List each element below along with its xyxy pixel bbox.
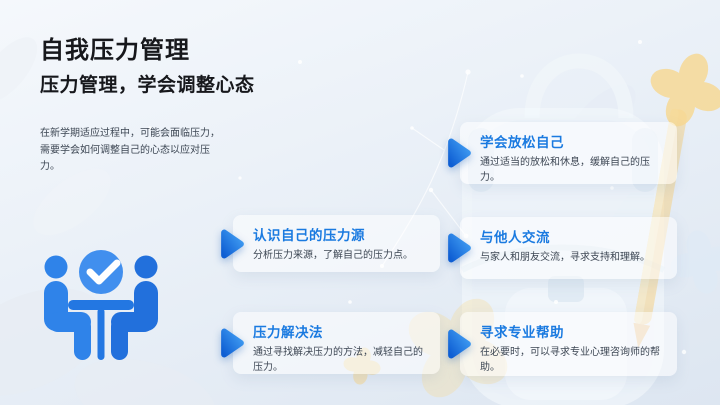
card-title: 学会放松自己 — [480, 135, 564, 150]
card-description: 通过适当的放松和休息，缓解自己的压力。 — [480, 157, 650, 183]
arrow-icon — [448, 138, 471, 168]
arrow-icon — [221, 328, 244, 358]
card-description: 与家人和朋友交流，寻求支持和理解。 — [480, 252, 650, 263]
card-stress-source: 认识自己的压力源 分析压力来源，了解自己的压力点。 — [221, 215, 440, 272]
card-title: 认识自己的压力源 — [253, 228, 365, 243]
card-title: 与他人交流 — [480, 230, 550, 245]
meeting-discussion-icon — [44, 250, 158, 360]
slide-header: 自我压力管理 压力管理，学会调整心态 — [40, 30, 255, 97]
card-professional-help: 寻求专业帮助 在必要时，可以寻求专业心理咨询师的帮助。 — [448, 312, 677, 376]
slide-subtitle: 压力管理，学会调整心态 — [40, 75, 255, 96]
slide-title: 自我压力管理 — [40, 37, 190, 64]
card-stress-solution: 压力解决法 通过寻找解决压力的方法，减轻自己的压力。 — [221, 312, 440, 374]
arrow-icon — [221, 229, 244, 258]
arrow-icon — [448, 233, 471, 263]
card-communicate: 与他人交流 与家人和朋友交流，寻求支持和理解。 — [448, 217, 677, 279]
card-description: 分析压力来源，了解自己的压力点。 — [253, 250, 413, 261]
card-relax-yourself: 学会放松自己 通过适当的放松和休息，缓解自己的压力。 — [448, 122, 677, 184]
intro-paragraph: 在新学期适应过程中，可能会面临压力，需要学会如何调整自己的心态以应对压力。 — [40, 128, 220, 172]
card-description: 通过寻找解决压力的方法，减轻自己的压力。 — [253, 347, 423, 373]
card-description: 在必要时，可以寻求专业心理咨询师的帮助。 — [480, 347, 660, 373]
arrow-icon — [448, 329, 471, 359]
card-title: 压力解决法 — [253, 325, 323, 340]
card-title: 寻求专业帮助 — [480, 325, 564, 340]
